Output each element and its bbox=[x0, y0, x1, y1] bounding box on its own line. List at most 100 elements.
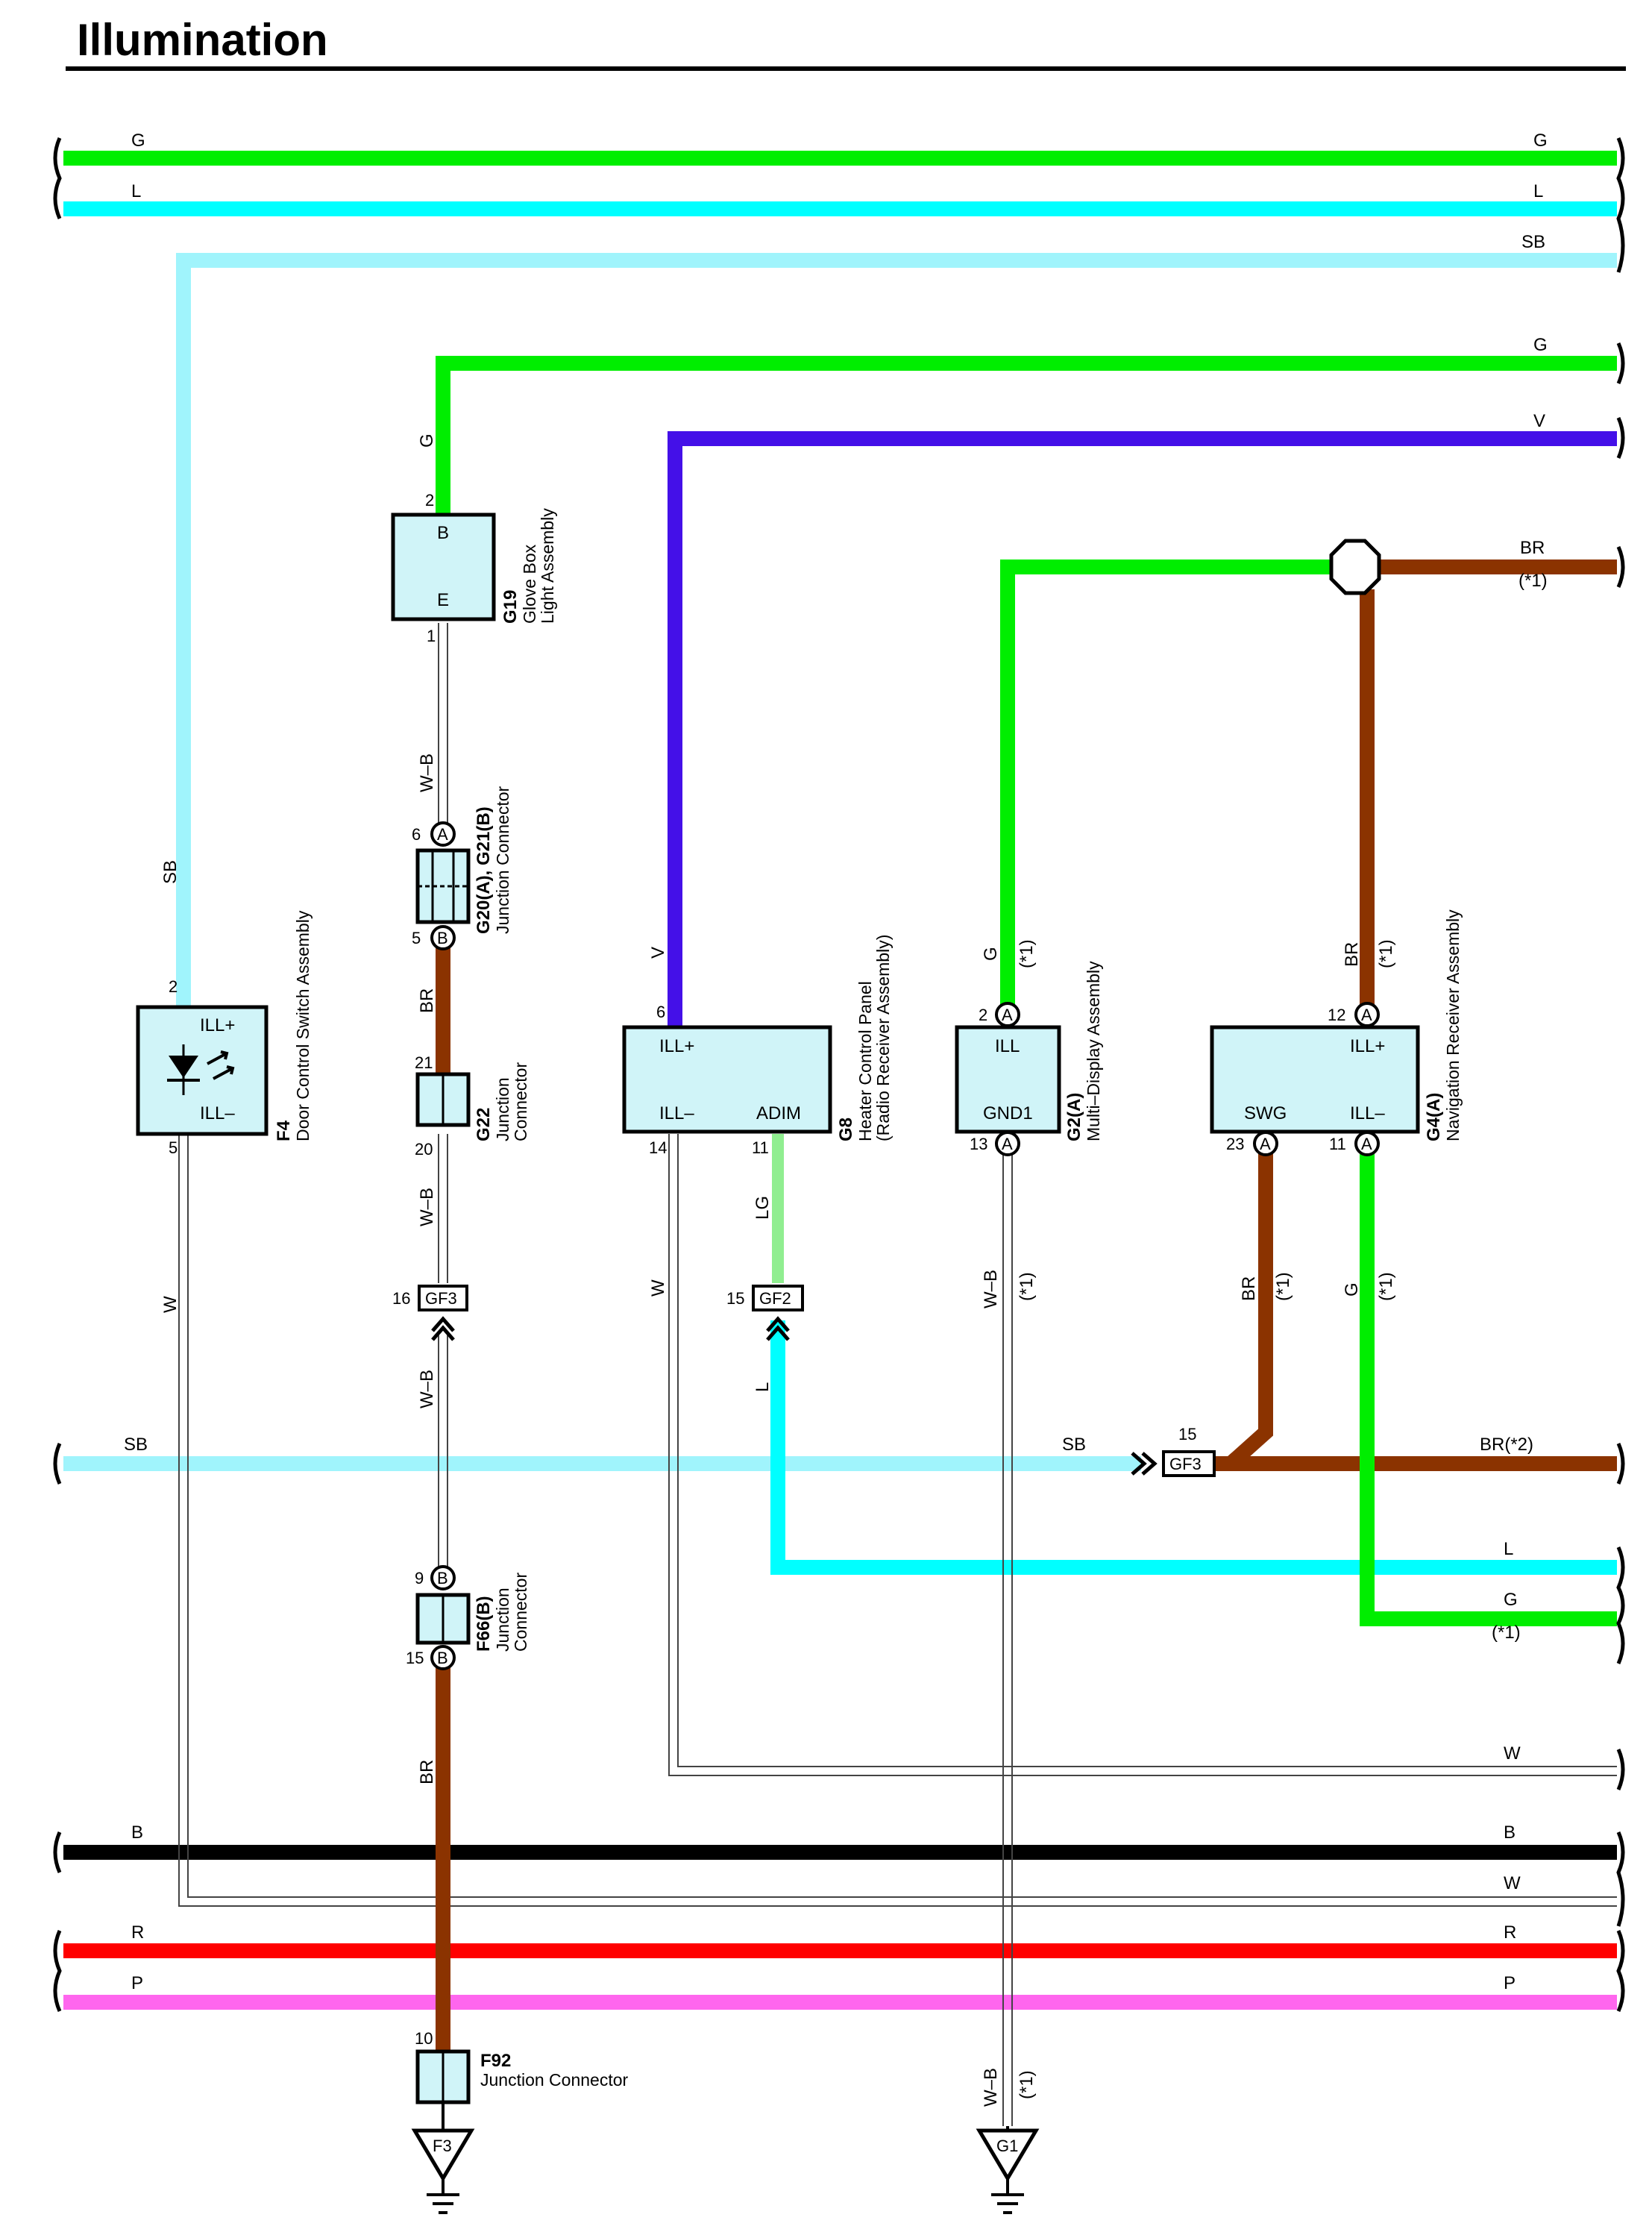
bus-wires bbox=[63, 151, 1617, 2010]
wire-g-glovebox bbox=[436, 356, 1617, 515]
label-w-vertical-2: W bbox=[648, 1279, 668, 1297]
g19-pin-2: 2 bbox=[425, 491, 434, 510]
label-br-vertical-3: BR bbox=[1342, 942, 1362, 967]
label-br-right: BR bbox=[1520, 538, 1545, 558]
g4-id: G4(A) bbox=[1424, 1093, 1444, 1141]
g4-name: Navigation Receiver Assembly bbox=[1443, 909, 1463, 1141]
label-wb-vertical-5: W–B bbox=[981, 2068, 1001, 2107]
label-wb-star-2: (*1) bbox=[1017, 2070, 1037, 2099]
component-g8: ILL+ ILL– ADIM 6 14 11 G8 Heater Control… bbox=[622, 935, 893, 1157]
f92-pin-10: 10 bbox=[415, 2029, 433, 2048]
g4-pin-23: 23 bbox=[1226, 1135, 1244, 1153]
label-br2: BR(*2) bbox=[1480, 1435, 1533, 1455]
g8-pin-illminus: ILL– bbox=[659, 1103, 694, 1123]
label-g-left: G bbox=[131, 131, 145, 151]
label-l-bottom: L bbox=[1504, 1539, 1513, 1559]
g4-pin-12: 12 bbox=[1328, 1006, 1345, 1024]
g4-a-ill-text: A bbox=[1361, 1135, 1372, 1153]
g4-pin-11: 11 bbox=[1329, 1135, 1346, 1153]
component-g2: A ILL GND1 A 2 13 G2(A) Multi–Display As… bbox=[955, 961, 1103, 1156]
g19-box bbox=[391, 513, 496, 621]
component-g22: 21 20 G22 Junction Connector bbox=[415, 1053, 530, 1159]
f66-id: F66(B) bbox=[474, 1596, 494, 1652]
g22-pin-20: 20 bbox=[415, 1140, 433, 1159]
label-br-star: (*1) bbox=[1518, 571, 1548, 591]
g8-id: G8 bbox=[836, 1118, 856, 1141]
g8-name2: (Radio Receiver Assembly) bbox=[873, 935, 893, 1141]
g19-pin-1: 1 bbox=[427, 627, 436, 645]
label-b-right: B bbox=[1504, 1822, 1516, 1843]
label-wb-vertical-4: W–B bbox=[981, 1270, 1001, 1308]
g2-a-top-text: A bbox=[1002, 1006, 1013, 1024]
ground-g1-icon bbox=[976, 2128, 1040, 2182]
label-g-glovebox: G bbox=[1533, 335, 1548, 355]
g20-pin-6: 6 bbox=[412, 825, 421, 844]
page-title: Illumination bbox=[77, 15, 328, 65]
label-b-left: B bbox=[131, 1822, 143, 1843]
break-symbols bbox=[53, 137, 1625, 2013]
f92-id: F92 bbox=[480, 2051, 511, 2071]
g8-pin-14: 14 bbox=[649, 1138, 667, 1157]
g2-pin-ill: ILL bbox=[995, 1036, 1020, 1056]
g4-pin-illplus: ILL+ bbox=[1350, 1036, 1385, 1056]
label-l-left: L bbox=[131, 181, 141, 201]
g2-pin-2: 2 bbox=[979, 1006, 987, 1024]
g2-pin-13: 13 bbox=[970, 1135, 987, 1153]
label-br-star-3: (*1) bbox=[1376, 939, 1396, 968]
wire-sb-top bbox=[176, 253, 1617, 1007]
g8-pin-6: 6 bbox=[656, 1003, 665, 1021]
f4-name: Door Control Switch Assembly bbox=[293, 910, 313, 1141]
ground-f3: F3 bbox=[411, 2128, 475, 2214]
wire-g-nav bbox=[1360, 1145, 1617, 1626]
f66-name2: Connector bbox=[511, 1573, 530, 1652]
component-f66: B B 9 15 F66(B) Junction Connector bbox=[406, 1565, 530, 1670]
label-g-vertical-3: G bbox=[1342, 1282, 1362, 1297]
f4-pin-2: 2 bbox=[169, 977, 178, 996]
ground-g1-label: G1 bbox=[996, 2137, 1018, 2155]
label-g-star-2: (*1) bbox=[1017, 939, 1037, 968]
component-f4: ILL+ ILL– 2 5 F4 Door Control Switch Ass… bbox=[136, 910, 313, 1157]
g20-a-text: A bbox=[437, 825, 448, 844]
g19-name2: Light Assembly bbox=[538, 508, 557, 624]
component-g4: A ILL+ SWG ILL– A A 12 23 11 G4(A) Navig… bbox=[1210, 909, 1463, 1156]
label-l-vertical: L bbox=[753, 1382, 773, 1392]
g2-pin-gnd1: GND1 bbox=[983, 1103, 1033, 1123]
g19-pin-bottom: E bbox=[437, 590, 449, 610]
label-br-vertical-4: BR bbox=[1239, 1276, 1259, 1301]
label-w-vertical: W bbox=[160, 1296, 180, 1313]
label-wb-vertical-3: W–B bbox=[417, 1370, 437, 1408]
label-sb-mid-left: SB bbox=[124, 1435, 148, 1455]
f4-pin-bottom-label: ILL– bbox=[200, 1103, 235, 1123]
label-w-right: W bbox=[1504, 1743, 1521, 1764]
gf3-right-pin-15: 15 bbox=[1178, 1425, 1196, 1444]
g8-pin-adim: ADIM bbox=[756, 1103, 801, 1123]
label-br-vertical-1: BR bbox=[417, 988, 437, 1013]
g2-name: Multi–Display Assembly bbox=[1084, 961, 1103, 1141]
g8-box bbox=[622, 1025, 832, 1134]
label-v-vertical: V bbox=[648, 947, 668, 959]
wire-br-gf3 bbox=[1214, 1145, 1617, 1471]
g22-name2: Connector bbox=[511, 1062, 530, 1141]
f4-pin-top-label: ILL+ bbox=[200, 1015, 235, 1035]
g2-id: G2(A) bbox=[1064, 1093, 1084, 1141]
wire-v-heater bbox=[668, 431, 1617, 1026]
label-v-right: V bbox=[1533, 411, 1545, 431]
f66-b-bottom-text: B bbox=[437, 1649, 448, 1667]
g20-letter-a bbox=[430, 821, 456, 847]
g2-letter-a-bottom bbox=[995, 1131, 1020, 1156]
label-sb-mid-right: SB bbox=[1062, 1435, 1086, 1455]
label-g-vertical: G bbox=[417, 433, 437, 448]
gf2-pin-15: 15 bbox=[726, 1289, 744, 1308]
ground-g1: G1 bbox=[976, 2126, 1040, 2214]
gf3-left-label: GF3 bbox=[425, 1289, 457, 1308]
component-g20: A B 6 5 G20(A), G21(B) Junction Connecto… bbox=[412, 786, 512, 950]
label-w-right2: W bbox=[1504, 1873, 1521, 1893]
f66-pin-15: 15 bbox=[406, 1649, 424, 1667]
f66-letter-b-top bbox=[430, 1565, 456, 1590]
g20-b-text: B bbox=[437, 929, 448, 947]
wire-l-adim bbox=[770, 1320, 1617, 1575]
g19-id: G19 bbox=[500, 590, 521, 624]
g4-a-top-text: A bbox=[1361, 1006, 1372, 1024]
f66-letter-b-bottom bbox=[430, 1645, 456, 1670]
